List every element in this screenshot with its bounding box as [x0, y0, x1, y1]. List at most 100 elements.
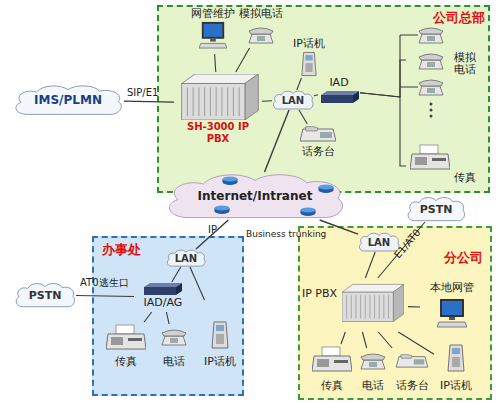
device-label: 话务台 — [292, 146, 344, 158]
connector-line — [398, 332, 434, 354]
device-node: 电话 — [156, 324, 192, 368]
computer-icon — [199, 22, 227, 48]
device-node: 传真 — [310, 344, 354, 394]
iad-icon — [144, 283, 182, 295]
cloud-label: LAN — [166, 249, 206, 267]
router-icon — [215, 205, 230, 214]
network-cloud: LAN — [166, 249, 206, 267]
device-label: 传真 — [104, 356, 148, 368]
connector-line — [236, 48, 250, 72]
site-group-box: 公司总部网管维护模拟电话SH-3000 IP PBXLANIP话机IAD模拟电话… — [157, 5, 490, 193]
device-node: IAD — [318, 77, 360, 104]
connector-line — [360, 93, 406, 166]
network-cloud: PSTN — [14, 282, 76, 308]
connector-line — [144, 312, 152, 322]
cloud-label: PSTN — [14, 282, 76, 308]
connector-line — [320, 220, 358, 234]
device-node: SH-3000 IP PBX — [174, 72, 262, 134]
device-label: 模拟电话 — [236, 8, 286, 20]
site-title: 分公司 — [444, 250, 488, 265]
cloud-label: Internet/Intranet — [163, 172, 347, 220]
connector-line — [362, 332, 366, 348]
device-label: IAD/AG — [134, 297, 192, 309]
connector-line — [297, 78, 302, 90]
device-label: IP PBX — [302, 288, 342, 300]
device-label: IP话机 — [286, 38, 332, 50]
connector-line — [408, 306, 420, 307]
fax-icon — [106, 325, 146, 349]
connector-line — [196, 220, 228, 249]
device-node: 传真 — [406, 142, 482, 190]
site-group-box: 分公司 LAN IP PBX 本地网管传真电话话务台IP话机 — [298, 226, 492, 400]
link-label: IP — [208, 224, 217, 235]
network-cloud: LAN — [272, 90, 314, 110]
network-cloud: IMS/PLMN — [12, 84, 124, 116]
cloud-label: LAN — [358, 232, 400, 252]
phone-icon — [361, 354, 385, 369]
device-node: IP话机 — [286, 38, 332, 78]
device-label: IP话机 — [434, 380, 478, 392]
site-title: 办事处 — [102, 242, 162, 257]
phone-icon — [419, 54, 443, 69]
connector-line — [378, 222, 425, 278]
link-label: SIP/E1 — [127, 87, 158, 98]
fax-icon — [410, 145, 450, 169]
site-title: 公司总部 — [415, 10, 485, 25]
device-node: 本地网管 — [420, 282, 484, 334]
console-icon — [300, 126, 336, 141]
device-label: SH-3000 IP PBX — [174, 121, 262, 145]
pbx-icon — [342, 284, 404, 321]
network-cloud: LAN — [358, 232, 400, 252]
router-icon — [223, 176, 238, 185]
phone-bus-line — [400, 35, 418, 97]
phone-icon — [419, 80, 443, 95]
device-label: 本地网管 — [420, 282, 484, 294]
fax-icon — [312, 347, 352, 371]
phone-icon — [162, 330, 186, 345]
pbx-icon — [182, 74, 259, 120]
network-cloud: Internet/Intranet — [163, 172, 347, 220]
connector-line — [360, 60, 406, 97]
ellipsis-dots — [430, 103, 433, 118]
device-label: 模拟电话 — [454, 52, 482, 76]
connector-line — [378, 332, 392, 348]
device-node: 话务台 — [392, 348, 432, 394]
device-label: 电话 — [356, 380, 390, 392]
connector-line — [76, 296, 134, 297]
connector-line — [166, 312, 169, 324]
device-node: 模拟电话 — [236, 8, 286, 48]
connector-line — [172, 267, 181, 282]
device-node: IP PBX — [302, 278, 408, 332]
device-label: IP话机 — [200, 356, 240, 368]
connector-line — [365, 252, 375, 278]
device-node: 话务台 — [292, 124, 344, 160]
network-cloud: PSTN — [406, 196, 466, 222]
cloud-label: PSTN — [406, 196, 466, 222]
connector-line — [190, 267, 205, 300]
router-icon — [301, 207, 316, 216]
phone-icon — [419, 28, 443, 43]
connector-line — [299, 110, 307, 124]
device-node: 模拟电话 — [406, 22, 486, 98]
connector-line — [265, 110, 290, 172]
cloud-label: LAN — [272, 90, 314, 110]
console-icon — [396, 354, 428, 367]
connector-line — [314, 94, 318, 96]
device-label: 传真 — [310, 380, 354, 392]
device-label: 传真 — [450, 172, 480, 184]
connector-line — [341, 332, 345, 344]
device-label: 电话 — [156, 356, 192, 368]
site-group-box: 办事处 LAN IAD/AG 传真电话 IP话机 — [92, 236, 244, 396]
computer-icon — [437, 299, 467, 327]
connector-line — [124, 101, 174, 102]
ip-phone-icon — [302, 52, 316, 75]
router-icon — [319, 184, 334, 193]
connector-line — [262, 100, 272, 101]
ip-phone-icon — [212, 322, 228, 348]
ip-phone-icon — [448, 345, 464, 371]
device-label: IAD — [318, 77, 360, 89]
device-node: 网管维护 — [190, 8, 236, 54]
cloud-label: IMS/PLMN — [12, 84, 124, 116]
